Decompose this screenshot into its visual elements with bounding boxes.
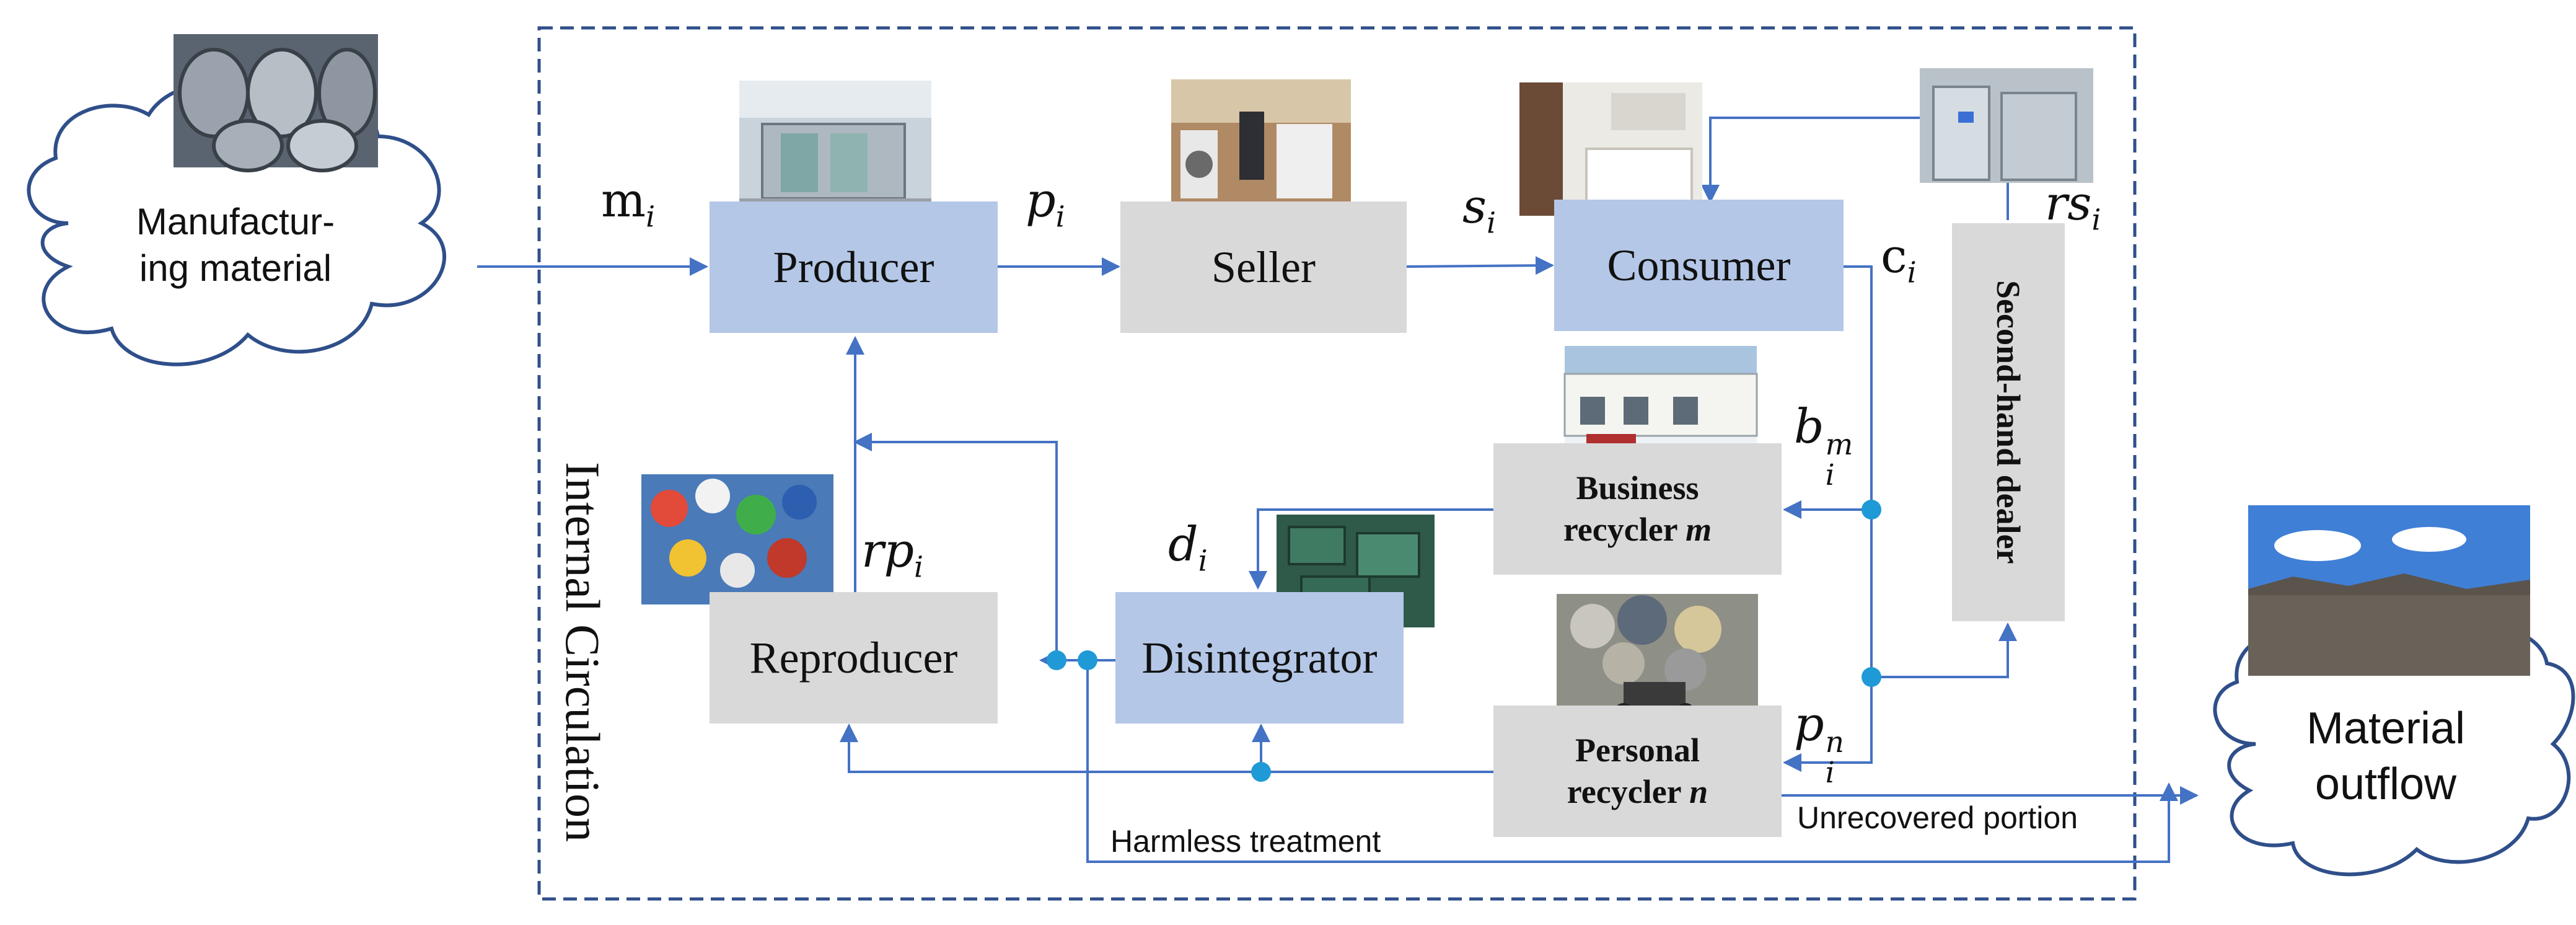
- label-p-i: pi: [1026, 172, 1065, 234]
- cloud-input-label: Manufactur- ing material: [93, 198, 378, 291]
- junction-dot-disintegrator-left: [1078, 650, 1097, 670]
- label-d-i: di: [1168, 516, 1208, 578]
- cloud-output-label: Material outflow: [2262, 701, 2510, 812]
- arrow-business-to-disintegrator: [1249, 508, 1493, 590]
- disintegrator-node[interactable]: Disintegrator: [1115, 592, 1404, 724]
- kitchen-photo: [1519, 82, 1702, 216]
- consumer-node[interactable]: Consumer: [1554, 200, 1844, 331]
- business-recycler-line2: recycler m: [1563, 511, 1712, 548]
- used-appliances-photo: [1920, 68, 2093, 183]
- junction-dot-personal: [1862, 667, 1881, 687]
- arrow-junction-to-producer-line: [853, 433, 1058, 660]
- personal-recycler-line2: recycler n: [1567, 773, 1708, 810]
- line-personal-recycler-left: [840, 724, 1493, 773]
- personal-recycler-line1: Personal: [1575, 731, 1700, 769]
- junction-dot-business: [1862, 500, 1881, 520]
- junction-dot-reproducer-right: [1047, 650, 1066, 670]
- label-c-i: ci: [1881, 228, 1917, 290]
- personal-recycler-node[interactable]: Personal recycler n: [1493, 706, 1782, 837]
- harmless-treatment-label: Harmless treatment: [1110, 824, 1381, 859]
- arrow-to-second-hand-dealer: [1871, 622, 2017, 678]
- second-hand-dealer-label: Second-hand dealer: [1990, 280, 2027, 564]
- appliance-store-photo: [1171, 79, 1351, 217]
- business-recycler-node[interactable]: Business recycler m: [1493, 443, 1782, 575]
- cloud-output-line1: Material: [2306, 704, 2466, 753]
- internal-circulation-label: Internal Circulation: [556, 462, 610, 842]
- arrow-harmless-treatment: [1086, 660, 2178, 863]
- business-recycler-line1: Business: [1576, 469, 1699, 507]
- second-hand-dealer-node[interactable]: Second-hand dealer: [1952, 223, 2065, 621]
- plastic-flakes-photo: [641, 474, 833, 604]
- cloud-input-line1: Manufactur-: [136, 201, 335, 242]
- junction-dot-personal-line: [1251, 762, 1271, 782]
- cloud-output-line2: outflow: [2314, 759, 2457, 809]
- reproducer-node[interactable]: Reproducer: [710, 592, 998, 724]
- label-s-i: si: [1462, 179, 1497, 241]
- arrow-seller-to-consumer: [1406, 256, 1554, 275]
- steel-coils-photo: [174, 34, 378, 172]
- producer-node[interactable]: Producer: [710, 201, 998, 333]
- label-rs-i: rsi: [2045, 175, 2101, 237]
- factory-line-photo: [739, 81, 931, 223]
- scrap-yard-photo: [2248, 505, 2530, 676]
- label-rp-i: rpi: [861, 523, 924, 585]
- cloud-input-line2: ing material: [139, 247, 332, 289]
- internal-circulation-frame: [537, 26, 2137, 901]
- label-m-i: mi: [601, 172, 656, 234]
- seller-node[interactable]: Seller: [1120, 201, 1407, 333]
- unrecovered-portion-label: Unrecovered portion: [1797, 800, 2078, 835]
